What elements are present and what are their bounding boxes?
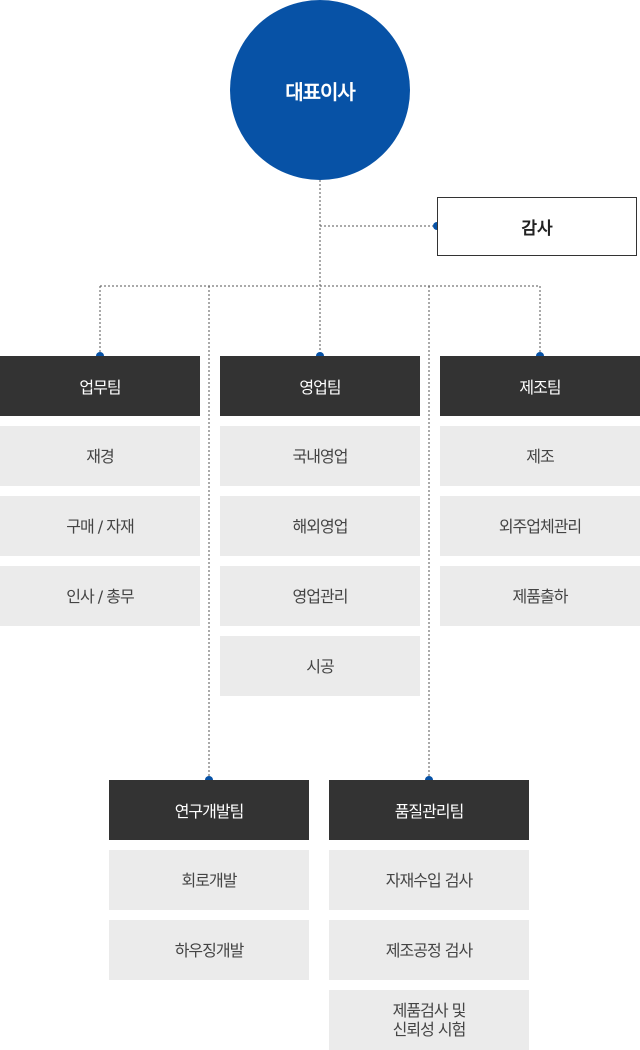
team-unit: 제조공정 검사 (329, 920, 529, 980)
team-name: 연구개발팀 (174, 802, 245, 821)
team-unit: 외주업체관리 (440, 496, 640, 556)
team-header: 연구개발팀 (109, 780, 309, 840)
team-unit: 해외영업 (220, 496, 420, 556)
team-unit: 구매 / 자재 (0, 496, 200, 556)
team-unit: 제품출하 (440, 566, 640, 626)
team-unit: 재경 (0, 426, 200, 486)
team-unit: 자재수입 검사 (329, 850, 529, 910)
audit-node: 감사 (437, 197, 637, 256)
team-header: 제조팀 (440, 356, 640, 416)
team-unit: 시공 (220, 636, 420, 696)
team-unit: 영업관리 (220, 566, 420, 626)
team-name: 품질관리팀 (394, 802, 465, 821)
team-unit: 인사 / 총무 (0, 566, 200, 626)
team-unit: 제조 (440, 426, 640, 486)
team-header: 품질관리팀 (329, 780, 529, 840)
ceo-label: 대표이사 (285, 79, 356, 104)
team-header: 영업팀 (220, 356, 420, 416)
team-header: 업무팀 (0, 356, 200, 416)
team-name: 영업팀 (299, 378, 341, 397)
team-unit: 국내영업 (220, 426, 420, 486)
team-unit: 회로개발 (109, 850, 309, 910)
audit-label: 감사 (521, 219, 553, 239)
ceo-node: 대표이사 (230, 0, 410, 180)
team-unit: 제품검사 및 신뢰성 시험 (329, 990, 529, 1050)
team-name: 제조팀 (519, 378, 561, 397)
team-unit: 하우징개발 (109, 920, 309, 980)
team-name: 업무팀 (79, 378, 121, 397)
